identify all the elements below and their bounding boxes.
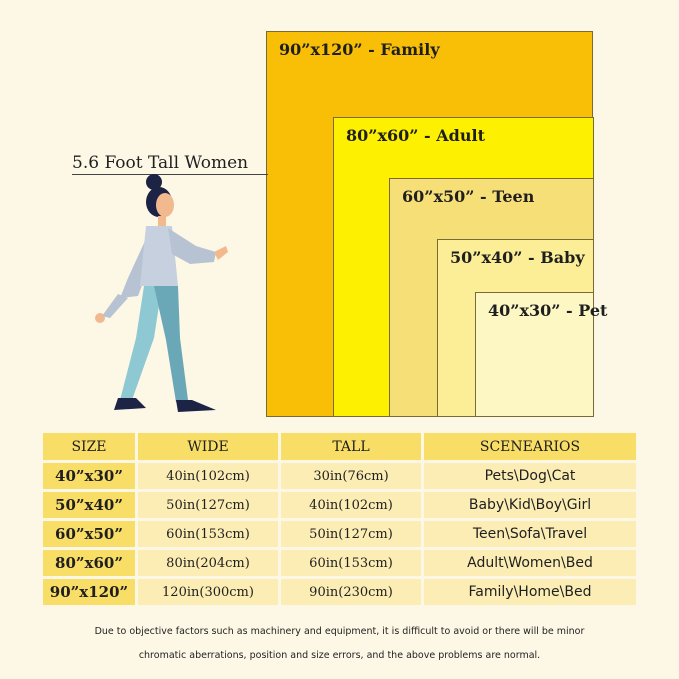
cell-tall: 40in(102cm) <box>281 492 421 518</box>
blanket-family-label: 90”x120” - Family <box>279 40 440 59</box>
cell-wide: 40in(102cm) <box>138 463 278 489</box>
disclaimer-line-1: Due to objective factors such as machine… <box>94 626 585 637</box>
cell-size: 40”x30” <box>43 463 135 489</box>
woman-figure-icon <box>95 174 228 412</box>
cell-tall: 90in(230cm) <box>281 579 421 605</box>
cell-tall: 60in(153cm) <box>281 550 421 576</box>
table-row: 90”x120” 120in(300cm) 90in(230cm) Family… <box>43 579 636 605</box>
blanket-pet: 40”x30” - Pet <box>475 292 607 417</box>
cell-scenarios: Pets\Dog\Cat <box>424 463 636 489</box>
height-reference-line <box>72 174 268 175</box>
blanket-pet-label: 40”x30” - Pet <box>488 301 608 320</box>
table-row: 50”x40” 50in(127cm) 40in(102cm) Baby\Kid… <box>43 492 636 518</box>
cell-size: 60”x50” <box>43 521 135 547</box>
cell-wide: 60in(153cm) <box>138 521 278 547</box>
cell-size: 80”x60” <box>43 550 135 576</box>
cell-wide: 50in(127cm) <box>138 492 278 518</box>
cell-size: 50”x40” <box>43 492 135 518</box>
table-row: 80”x60” 80in(204cm) 60in(153cm) Adult\Wo… <box>43 550 636 576</box>
size-table: SIZE WIDE TALL SCENEARIOS 40”x30” 40in(1… <box>40 430 639 608</box>
header-tall: TALL <box>281 433 421 460</box>
cell-wide: 120in(300cm) <box>138 579 278 605</box>
cell-scenarios: Teen\Sofa\Travel <box>424 521 636 547</box>
cell-tall: 30in(76cm) <box>281 463 421 489</box>
table-row: 40”x30” 40in(102cm) 30in(76cm) Pets\Dog\… <box>43 463 636 489</box>
header-scenarios: SCENEARIOS <box>424 433 636 460</box>
cell-scenarios: Family\Home\Bed <box>424 579 636 605</box>
table-row: 60”x50” 60in(153cm) 50in(127cm) Teen\Sof… <box>43 521 636 547</box>
blanket-adult-label: 80”x60” - Adult <box>346 126 485 145</box>
table-header-row: SIZE WIDE TALL SCENEARIOS <box>43 433 636 460</box>
header-size: SIZE <box>43 433 135 460</box>
cell-scenarios: Baby\Kid\Boy\Girl <box>424 492 636 518</box>
header-wide: WIDE <box>138 433 278 460</box>
cell-size: 90”x120” <box>43 579 135 605</box>
cell-wide: 80in(204cm) <box>138 550 278 576</box>
cell-scenarios: Adult\Women\Bed <box>424 550 636 576</box>
blanket-baby-label: 50”x40” - Baby <box>450 248 585 267</box>
disclaimer-line-2: chromatic aberrations, position and size… <box>138 650 541 661</box>
person-height-label: 5.6 Foot Tall Women <box>72 153 249 173</box>
cell-tall: 50in(127cm) <box>281 521 421 547</box>
blanket-teen-label: 60”x50” - Teen <box>402 187 535 206</box>
